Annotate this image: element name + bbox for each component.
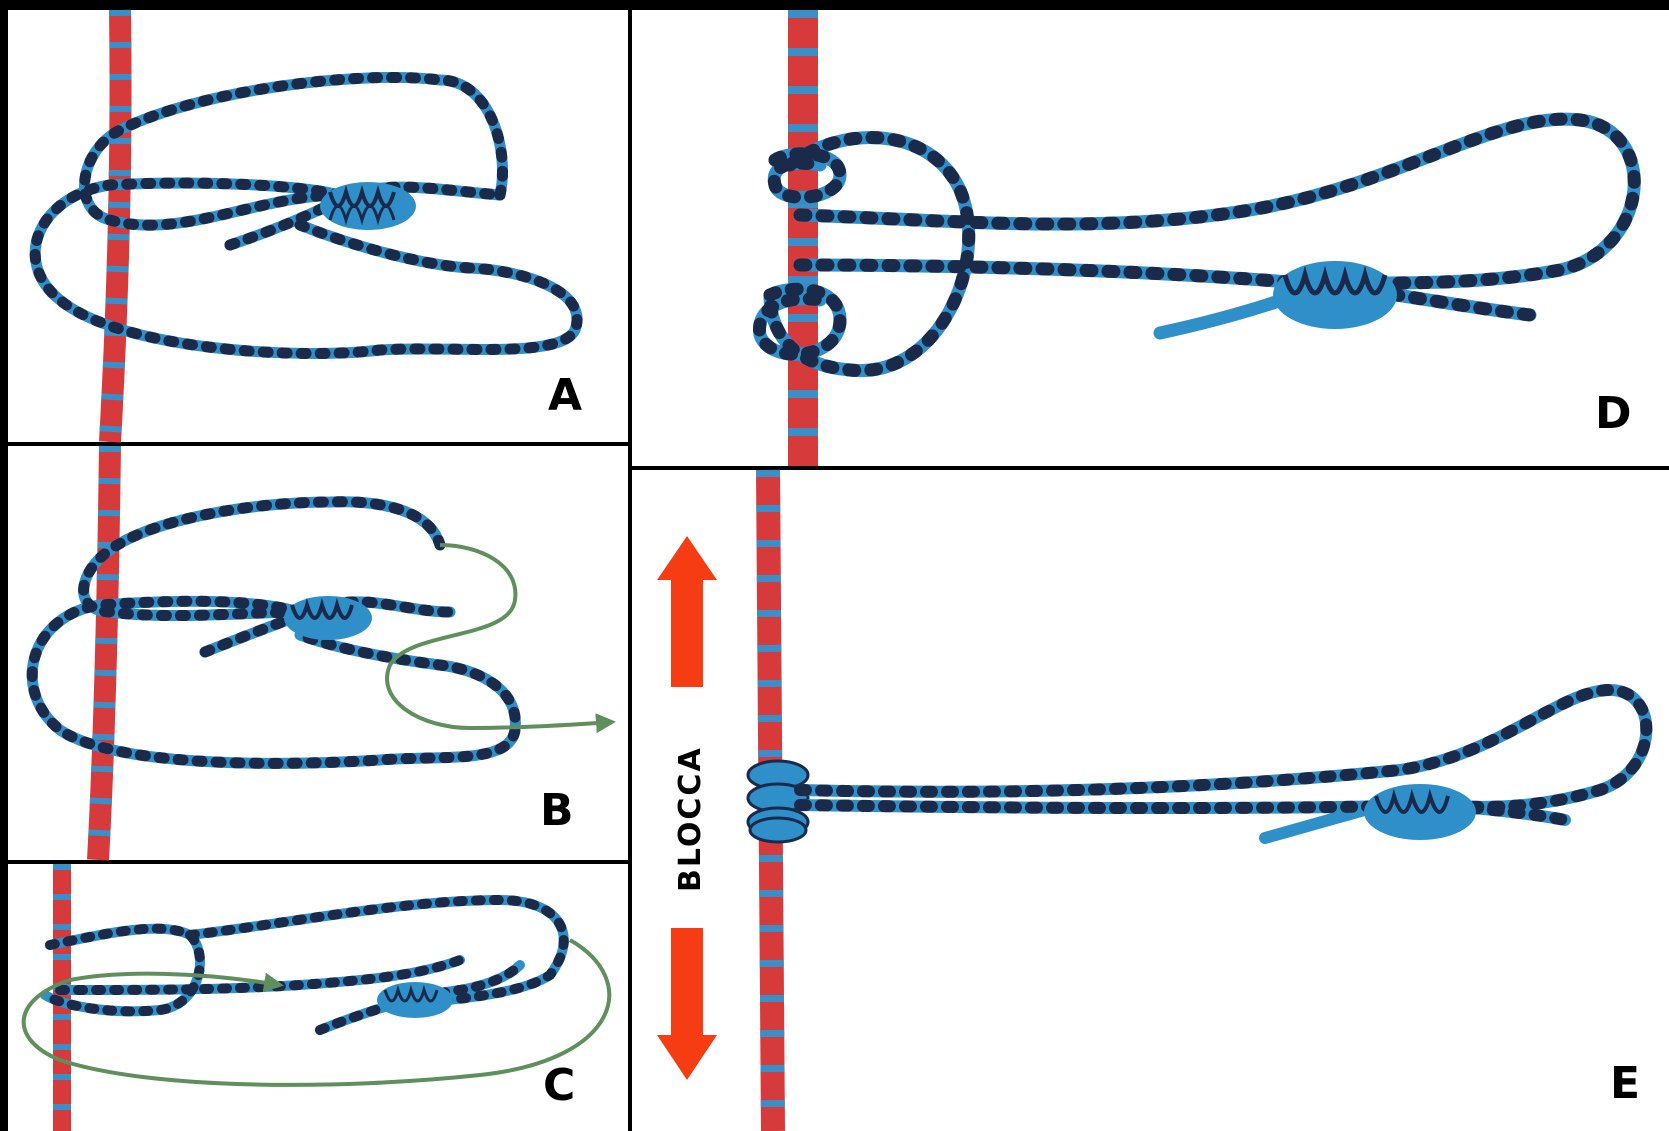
panel-label-b: B xyxy=(540,785,574,836)
knot xyxy=(320,182,416,230)
knot xyxy=(377,982,453,1018)
knot xyxy=(1273,261,1397,329)
panel-label-e: E xyxy=(1610,1058,1640,1109)
knot xyxy=(1364,784,1476,840)
panel-label-c: C xyxy=(543,1060,575,1111)
panel-a-bg xyxy=(8,10,628,442)
arrow-caption: BLOCCA xyxy=(673,746,708,892)
panel-label-a: A xyxy=(548,370,582,421)
panel-d-bg xyxy=(632,10,1669,466)
panel-label-d: D xyxy=(1595,388,1632,439)
knot xyxy=(284,596,372,640)
